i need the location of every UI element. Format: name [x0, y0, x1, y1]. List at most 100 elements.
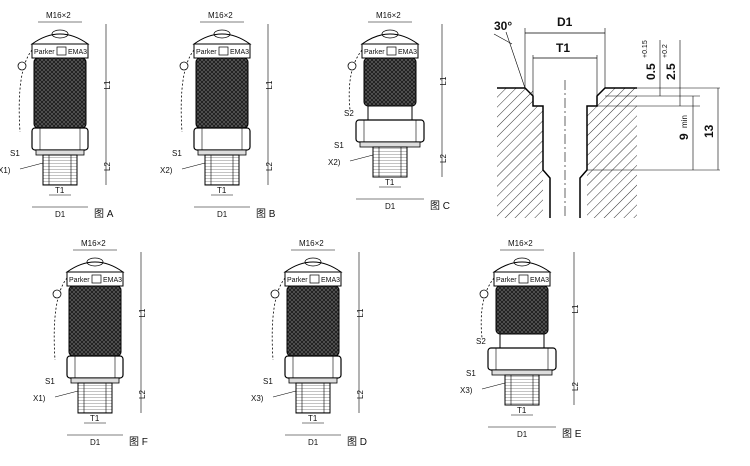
- port-hatch-left: [497, 88, 533, 218]
- cap-tab: [304, 257, 322, 267]
- threaded-stem: [504, 374, 540, 406]
- knurled-sleeve: [495, 285, 549, 335]
- note-leader: [54, 390, 79, 398]
- s1-hex: [193, 127, 251, 151]
- brand-label: Parker: [496, 277, 517, 284]
- thread-label: M16×2: [376, 11, 401, 20]
- s2-hex: [499, 333, 545, 349]
- lanyard: [480, 277, 495, 339]
- s1-hex: [284, 355, 342, 379]
- s1-hex: [31, 127, 89, 151]
- l2-label: L2: [103, 162, 112, 171]
- brand-label: Parker: [69, 277, 90, 284]
- cap-dome: [65, 261, 125, 273]
- l2-label: L2: [265, 162, 274, 171]
- cap-tab: [513, 257, 531, 267]
- lanyard: [271, 277, 286, 361]
- s2-label: S2: [344, 109, 354, 118]
- threaded-stem: [42, 154, 78, 186]
- s1-label: S1: [45, 377, 55, 386]
- seal-ring: [491, 369, 553, 376]
- t1-label: T1: [517, 406, 527, 415]
- note-leader: [272, 390, 297, 398]
- threaded-stem: [295, 382, 331, 414]
- lanyard-ring: [347, 61, 357, 71]
- seal-ring: [197, 149, 247, 156]
- angle-label: 30°: [494, 19, 512, 33]
- d1-label: D1: [90, 438, 101, 447]
- model-label: EMA3: [530, 277, 549, 284]
- figure-caption: 图 E: [562, 428, 582, 440]
- d1-label: D1: [517, 430, 528, 439]
- threaded-stem: [372, 146, 408, 178]
- knurled-sleeve: [68, 285, 122, 357]
- cap-dome: [192, 33, 252, 45]
- note-leader: [181, 162, 206, 170]
- d1-label: D1: [308, 438, 319, 447]
- cap-tab: [51, 29, 69, 39]
- d1-label: D1: [385, 202, 396, 211]
- figure-caption: 图 D: [347, 436, 367, 448]
- thread-label: M16×2: [46, 11, 71, 20]
- logo-box: [386, 46, 397, 56]
- t1-label: T1: [90, 414, 100, 423]
- figure-caption: 图 B: [256, 208, 276, 220]
- note-leader: [19, 162, 44, 170]
- s1-label: S1: [334, 141, 344, 150]
- x-note-label: X2): [160, 166, 173, 175]
- s1-hex: [66, 355, 124, 379]
- thread-label: M16×2: [208, 11, 233, 20]
- t1-label: T1: [385, 178, 395, 187]
- s1-label: S1: [172, 149, 182, 158]
- x-note-label: X3): [460, 386, 473, 395]
- logo-box: [56, 46, 67, 56]
- s1-label: S1: [10, 149, 20, 158]
- lanyard-ring: [270, 289, 280, 299]
- l1-label: L1: [571, 304, 580, 313]
- port-outline-right: [579, 87, 637, 218]
- figure-caption: 图 F: [129, 436, 148, 448]
- s2-hex: [367, 105, 413, 121]
- port-d1-label: D1: [557, 15, 573, 29]
- lanyard-ring: [17, 61, 27, 71]
- logo-box: [518, 274, 529, 284]
- dim-9-min: min: [680, 115, 689, 128]
- port-hatch-right: [597, 88, 637, 218]
- port-hatch-inner-right: [587, 106, 597, 218]
- l2-label: L2: [356, 390, 365, 399]
- x-note-label: X1): [33, 394, 46, 403]
- knurled-sleeve: [33, 57, 87, 129]
- seal-ring: [70, 377, 120, 384]
- cap-dome: [492, 261, 552, 273]
- seal-ring: [359, 141, 421, 148]
- thread-label: M16×2: [508, 239, 533, 248]
- dim-25-label: 2.5: [664, 63, 678, 80]
- s1-hex: [355, 119, 425, 143]
- cap-tab: [381, 29, 399, 39]
- cap-dome: [30, 33, 90, 45]
- dim-13-label: 13: [702, 124, 716, 138]
- thread-label: M16×2: [299, 239, 324, 248]
- l1-label: L1: [356, 308, 365, 317]
- lanyard-ring: [479, 289, 489, 299]
- brand-label: Parker: [287, 277, 308, 284]
- knurled-sleeve: [195, 57, 249, 129]
- lanyard: [348, 49, 363, 111]
- x-note-label: X2): [328, 158, 341, 167]
- seal-ring: [35, 149, 85, 156]
- s1-label: S1: [466, 369, 476, 378]
- l1-label: L1: [103, 80, 112, 89]
- d1-label: D1: [55, 210, 66, 219]
- l1-label: L1: [265, 80, 274, 89]
- figure-caption: 图 A: [94, 208, 114, 220]
- t1-label: T1: [217, 186, 227, 195]
- s1-label: S1: [263, 377, 273, 386]
- dim-9-label: 9: [677, 133, 691, 140]
- figure-caption: 图 C: [430, 200, 450, 212]
- model-label: EMA3: [68, 49, 87, 56]
